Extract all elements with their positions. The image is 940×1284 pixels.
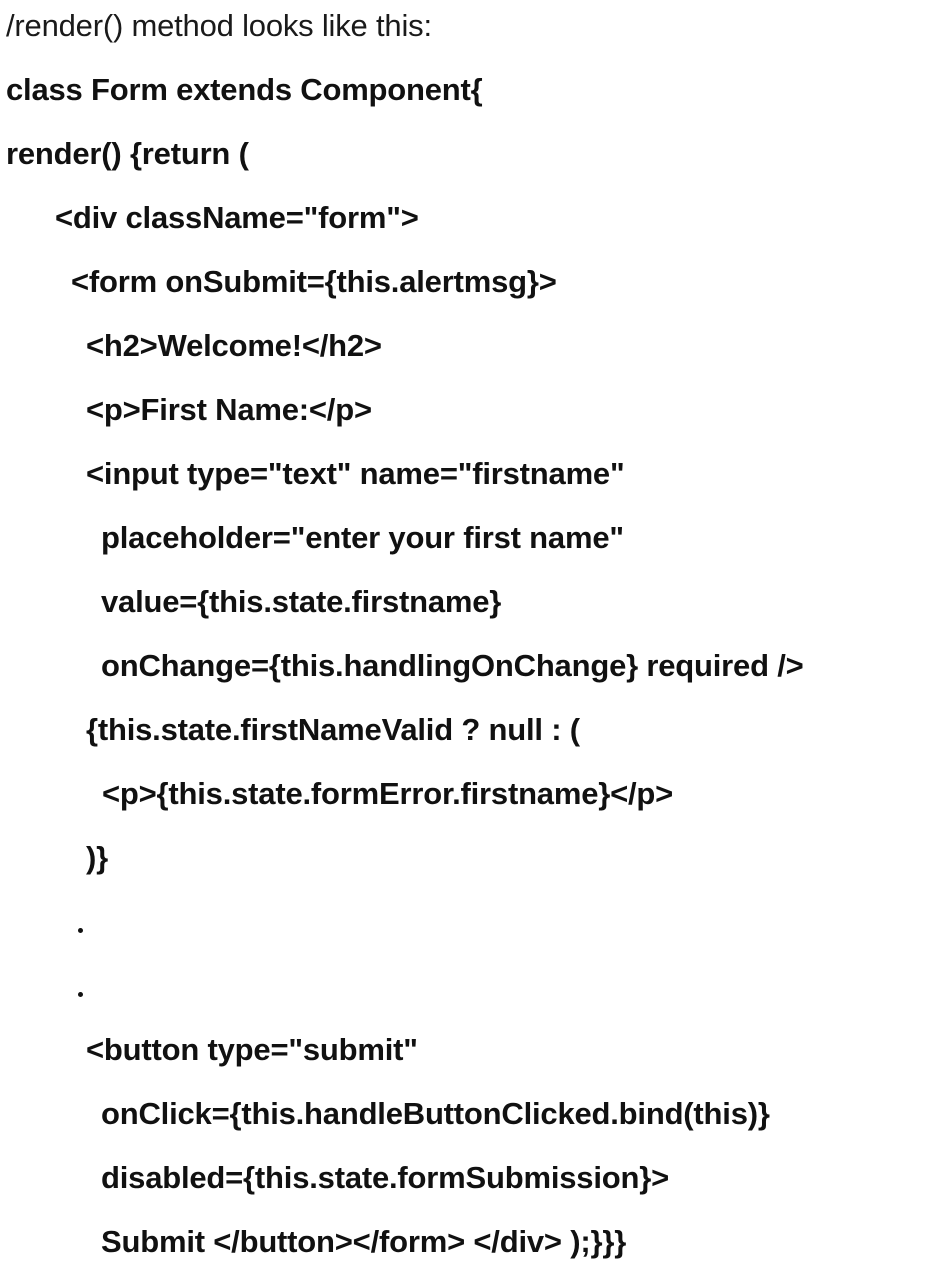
intro-text: /render() method looks like this: bbox=[6, 8, 432, 43]
ellipsis-dot bbox=[78, 928, 83, 933]
code-line-validation-check: {this.state.firstNameValid ? null : ( bbox=[86, 712, 580, 747]
code-line-input-open: <input type="text" name="firstname" bbox=[86, 456, 625, 491]
code-line-first-name-label: <p>First Name:</p> bbox=[86, 392, 372, 427]
code-line-div-open: <div className="form"> bbox=[55, 200, 419, 235]
code-line-input-onchange: onChange={this.handlingOnChange} require… bbox=[101, 648, 804, 683]
code-line-closing-tags: Submit </button></form> </div> );}}} bbox=[101, 1224, 627, 1259]
code-line-error-message: <p>{this.state.formError.firstname}</p> bbox=[102, 776, 674, 811]
ellipsis-dot bbox=[78, 992, 83, 997]
code-line-button-open: <button type="submit" bbox=[86, 1032, 418, 1067]
code-line-render-method: render() {return ( bbox=[6, 136, 249, 171]
code-line-class-declaration: class Form extends Component{ bbox=[6, 72, 483, 107]
code-line-validation-close: )} bbox=[86, 840, 108, 875]
code-line-button-onclick: onClick={this.handleButtonClicked.bind(t… bbox=[101, 1096, 770, 1131]
code-line-form-open: <form onSubmit={this.alertmsg}> bbox=[71, 264, 557, 299]
code-line-input-value: value={this.state.firstname} bbox=[101, 584, 502, 619]
code-line-heading: <h2>Welcome!</h2> bbox=[86, 328, 382, 363]
code-line-input-placeholder: placeholder="enter your first name" bbox=[101, 520, 624, 555]
code-line-button-disabled: disabled={this.state.formSubmission}> bbox=[101, 1160, 669, 1195]
